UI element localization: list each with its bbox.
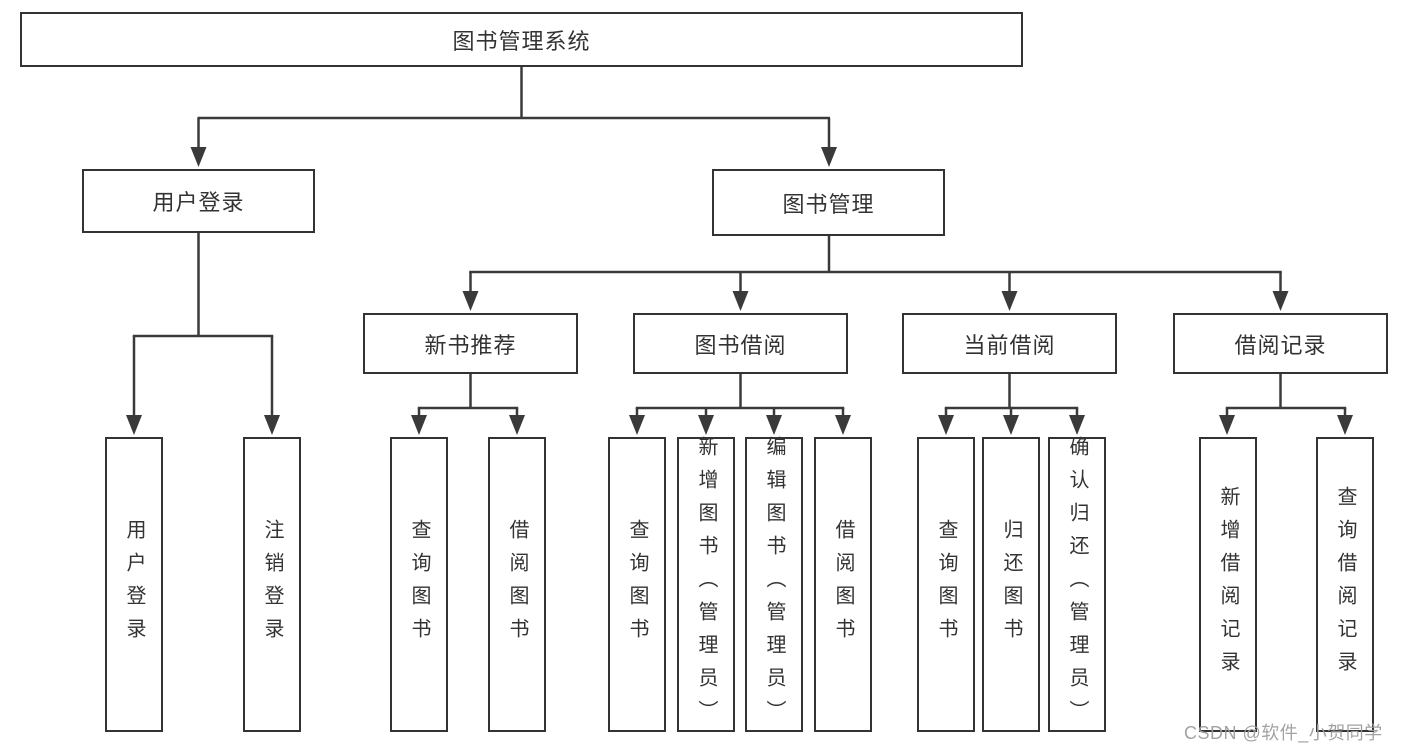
leaf-query-books-3: 查询图书 [917,437,975,732]
node-book-borrowing: 图书借阅 [633,313,848,374]
leaf-label: 确认归还（管理员） [1066,436,1088,733]
leaf-label: 新增借阅记录 [1217,485,1239,684]
leaf-label: 归还图书 [1000,518,1022,651]
node-label: 图书借阅 [694,332,787,358]
node-label: 图书管理系统 [452,28,591,54]
leaf-add-borrow-record: 新增借阅记录 [1199,437,1257,732]
node-label: 新书推荐 [424,332,517,358]
node-current-borrowing: 当前借阅 [902,313,1117,374]
leaf-user-login: 用户登录 [105,437,163,732]
leaf-label: 查询图书 [408,518,430,651]
node-label: 用户登录 [152,190,245,215]
leaf-edit-books-admin: 编辑图书（管理员） [745,436,803,733]
leaf-query-books-1: 查询图书 [390,437,448,732]
csdn-watermark: CSDN @软件_小贺同学 [1184,723,1383,743]
leaf-label: 查询图书 [935,518,957,651]
leaf-borrow-books-1: 借阅图书 [488,437,546,732]
leaf-label: 查询图书 [626,518,648,651]
node-label: 借阅记录 [1234,332,1327,358]
leaf-query-books-2: 查询图书 [608,437,666,732]
node-borrowing-records: 借阅记录 [1173,313,1388,374]
leaf-label: 借阅图书 [832,518,854,651]
arrowheads [126,147,1353,435]
leaf-add-books-admin: 新增图书（管理员） [677,436,735,733]
node-book-management: 图书管理 [712,169,945,236]
node-label: 图书管理 [782,191,875,217]
leaf-query-borrow-record: 查询借阅记录 [1316,437,1374,732]
node-label: 当前借阅 [963,332,1056,358]
leaf-label: 查询借阅记录 [1334,485,1356,684]
node-user-login: 用户登录 [82,169,315,233]
node-library-management-system: 图书管理系统 [20,12,1023,67]
leaf-logout: 注销登录 [243,437,301,732]
leaf-label: 新增图书（管理员） [695,436,717,733]
leaf-label: 编辑图书（管理员） [763,436,785,733]
leaf-borrow-books-2: 借阅图书 [814,437,872,732]
leaf-label: 注销登录 [261,518,283,651]
node-new-book-recommend: 新书推荐 [363,313,578,374]
leaf-label: 用户登录 [123,518,145,651]
leaf-return-books: 归还图书 [982,437,1040,732]
leaf-confirm-return-admin: 确认归还（管理员） [1048,436,1106,733]
leaf-label: 借阅图书 [506,518,528,651]
